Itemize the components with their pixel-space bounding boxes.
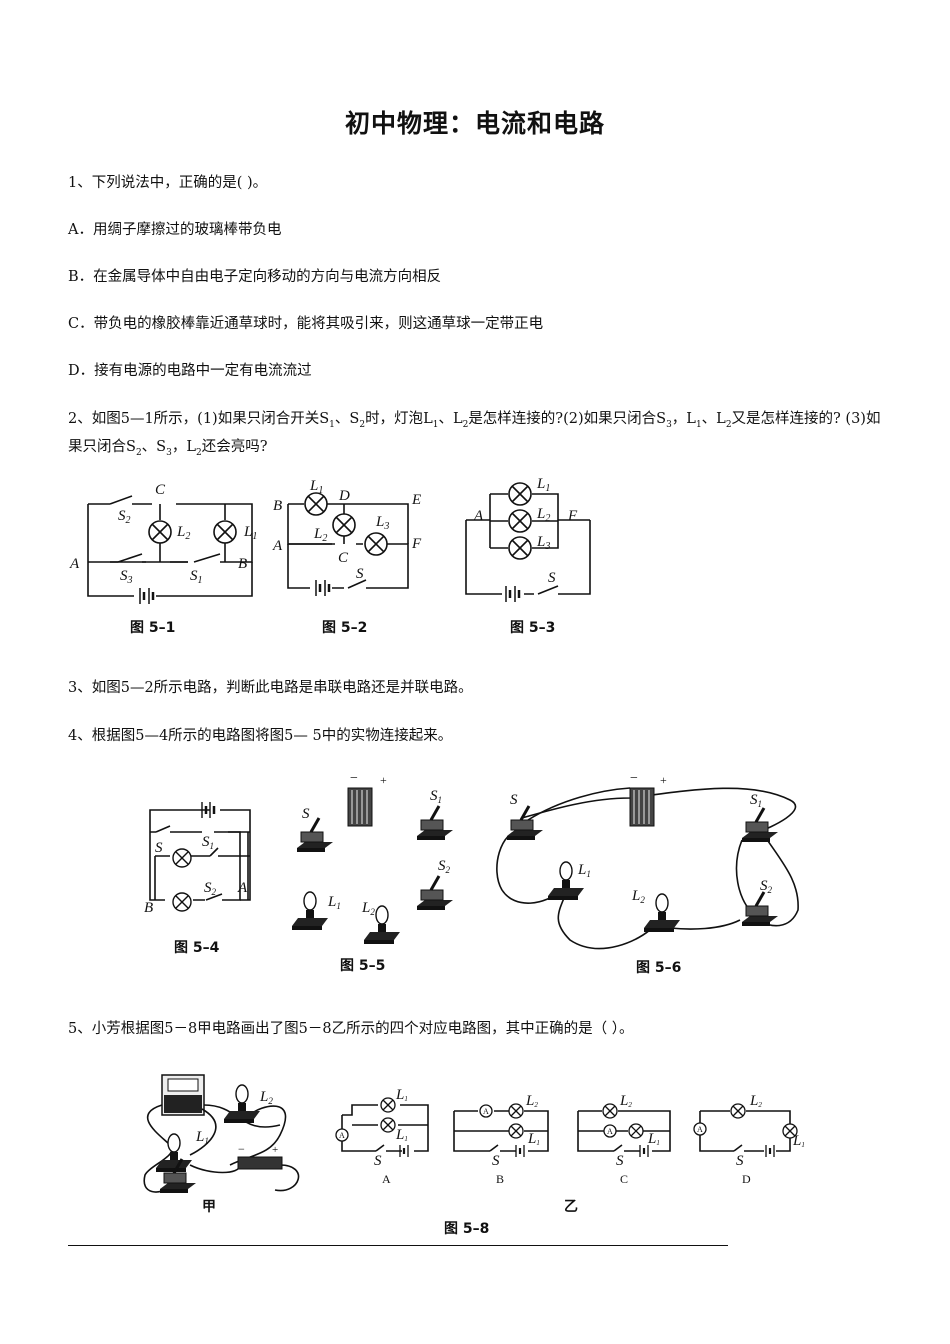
label-l2: L2 [361,900,375,917]
label-l1: L1 [577,862,591,879]
question-1-option-c: C．带负电的橡胶棒靠近通草球时，能将其吸引来，则这通草球一定带正电 [68,316,544,332]
battery-plus: + [380,773,387,787]
figure-5-1: C S2 L2 L1 A B S3 S1 图 5–1 [69,482,257,636]
caption-yi: 乙 [564,1199,578,1215]
label-s: S [492,1153,500,1169]
label-b: B [144,900,153,916]
page-title: 初中物理：电流和电路 [344,109,605,138]
label-c: C [155,482,166,498]
label-s1: S1 [202,834,214,851]
label-l1: L1 [243,524,257,542]
label-l2: L2 [525,1093,538,1109]
caption-fig-5-8: 图 5–8 [444,1221,489,1237]
label-s: S [374,1153,382,1169]
question-1-stem: 1、下列说法中，正确的是( )。 [68,175,268,191]
figure-5-8-option-b: L2 L1 S B [453,1093,549,1186]
label-l1: L1 [792,1133,805,1149]
circuit-figures-5-1-to-5-3: C S2 L2 L1 A B S3 S1 图 5–1 B L1 D E L2 L… [69,476,591,636]
label-l2: L2 [176,524,190,542]
figure-5-6: S − + S1 S2 L1 L2 图 5–6 [496,771,799,976]
label-l3: L3 [536,534,550,552]
label-s1: S1 [750,792,762,809]
question-1-option-a: A．用绸子摩擦过的玻璃棒带负电 [68,222,282,238]
question-1-option-b: B．在金属导体中自由电子定向移动的方向与电流方向相反 [68,269,442,285]
battery-plus: + [660,773,667,787]
battery-minus: − [630,771,638,786]
label-l1: L1 [309,478,323,496]
option-c-label: C [620,1172,628,1186]
battery-minus: − [350,771,358,786]
caption-fig-5-4: 图 5–4 [174,940,220,956]
figure-5-2: B L1 D E L2 L3 A C F S 图 5–2 [272,478,422,636]
label-s3: S3 [120,568,133,586]
question-5: 5、小芳根据图5－8甲电路画出了图5－8乙所示的四个对应电路图，其中正确的是（ … [68,1021,634,1037]
label-l2: L2 [536,506,550,524]
battery-plus: + [272,1144,278,1156]
label-l1: L1 [647,1131,660,1147]
label-a: A [473,508,484,524]
label-d: D [338,488,350,504]
option-b-label: B [496,1172,504,1186]
figure-5-8-jia: L2 L1 − + 甲 [143,1074,300,1215]
label-l1: L1 [527,1131,540,1147]
label-s2: S2 [438,858,451,875]
label-f: F [411,536,422,552]
circuit-figure-5-8: A L2 L1 − + 甲 L1 L1 S A [143,1074,805,1237]
option-d-label: D [742,1172,751,1186]
label-l3: L3 [375,514,389,532]
label-l2: L2 [619,1093,632,1109]
battery-minus: − [238,1142,245,1156]
label-s: S [356,566,364,582]
label-l1: L1 [395,1087,408,1103]
bottom-rule [68,1245,728,1246]
label-l1: L1 [327,894,341,911]
label-l1b: L1 [395,1127,408,1143]
question-3: 3、如图5—2所示电路，判断此电路是串联电路还是并联电路。 [68,680,473,696]
label-s1: S1 [430,788,442,805]
figure-5-8-option-a: L1 L1 S A [335,1087,429,1186]
caption-jia: 甲 [202,1199,216,1215]
label-s1: S1 [190,568,203,586]
label-l2: L2 [749,1093,762,1109]
caption-fig-5-2: 图 5–2 [322,620,367,636]
figure-5-5: − + S S1 S2 L1 L2 图 5–5 [291,771,455,974]
figure-5-4: S S1 S2 A B 图 5–4 [144,802,251,956]
question-1-option-d: D．接有电源的电路中一定有电流流过 [68,363,312,379]
caption-fig-5-6: 图 5–6 [636,960,681,976]
label-s2: S2 [760,878,773,895]
circuit-figures-5-4-to-5-6: S S1 S2 A B 图 5–4 − + S S1 S2 L1 L2 图 5–… [144,771,799,976]
label-s2: S2 [118,508,131,526]
question-4: 4、根据图5—4所示的电路图将图5— 5中的实物连接起来。 [68,728,453,744]
label-l2: L2 [259,1089,273,1106]
label-l1: L1 [536,476,550,494]
label-c: C [338,550,349,566]
label-s: S [155,840,163,856]
option-a-label: A [382,1172,391,1186]
label-l1: L1 [195,1129,209,1146]
caption-fig-5-5: 图 5–5 [340,958,385,974]
figure-5-8-option-c: L2 L1 S C [577,1093,671,1186]
question-2-text: 2、如图5—1所示，(1)如果只闭合开关S1、S2时，灯泡L1、L2是怎样连接的… [68,411,881,458]
label-e: E [411,492,421,508]
label-a: A [69,556,80,572]
label-s: S [302,806,310,822]
label-f: F [567,508,578,524]
label-s: S [616,1153,624,1169]
label-a: A [237,880,248,896]
caption-fig-5-3: 图 5–3 [510,620,555,636]
caption-fig-5-1: 图 5–1 [130,620,175,636]
figure-5-8-option-d: L2 L1 S D [693,1093,805,1186]
label-s: S [510,792,518,808]
label-l2: L2 [631,888,645,905]
label-s: S [548,570,556,586]
label-a: A [272,538,283,554]
label-l2: L2 [313,526,327,544]
label-s2: S2 [204,880,217,897]
label-b: B [273,498,282,514]
label-s: S [736,1153,744,1169]
figure-5-3: L1 L2 L3 A F S 图 5–3 [465,476,591,636]
label-b: B [238,556,247,572]
